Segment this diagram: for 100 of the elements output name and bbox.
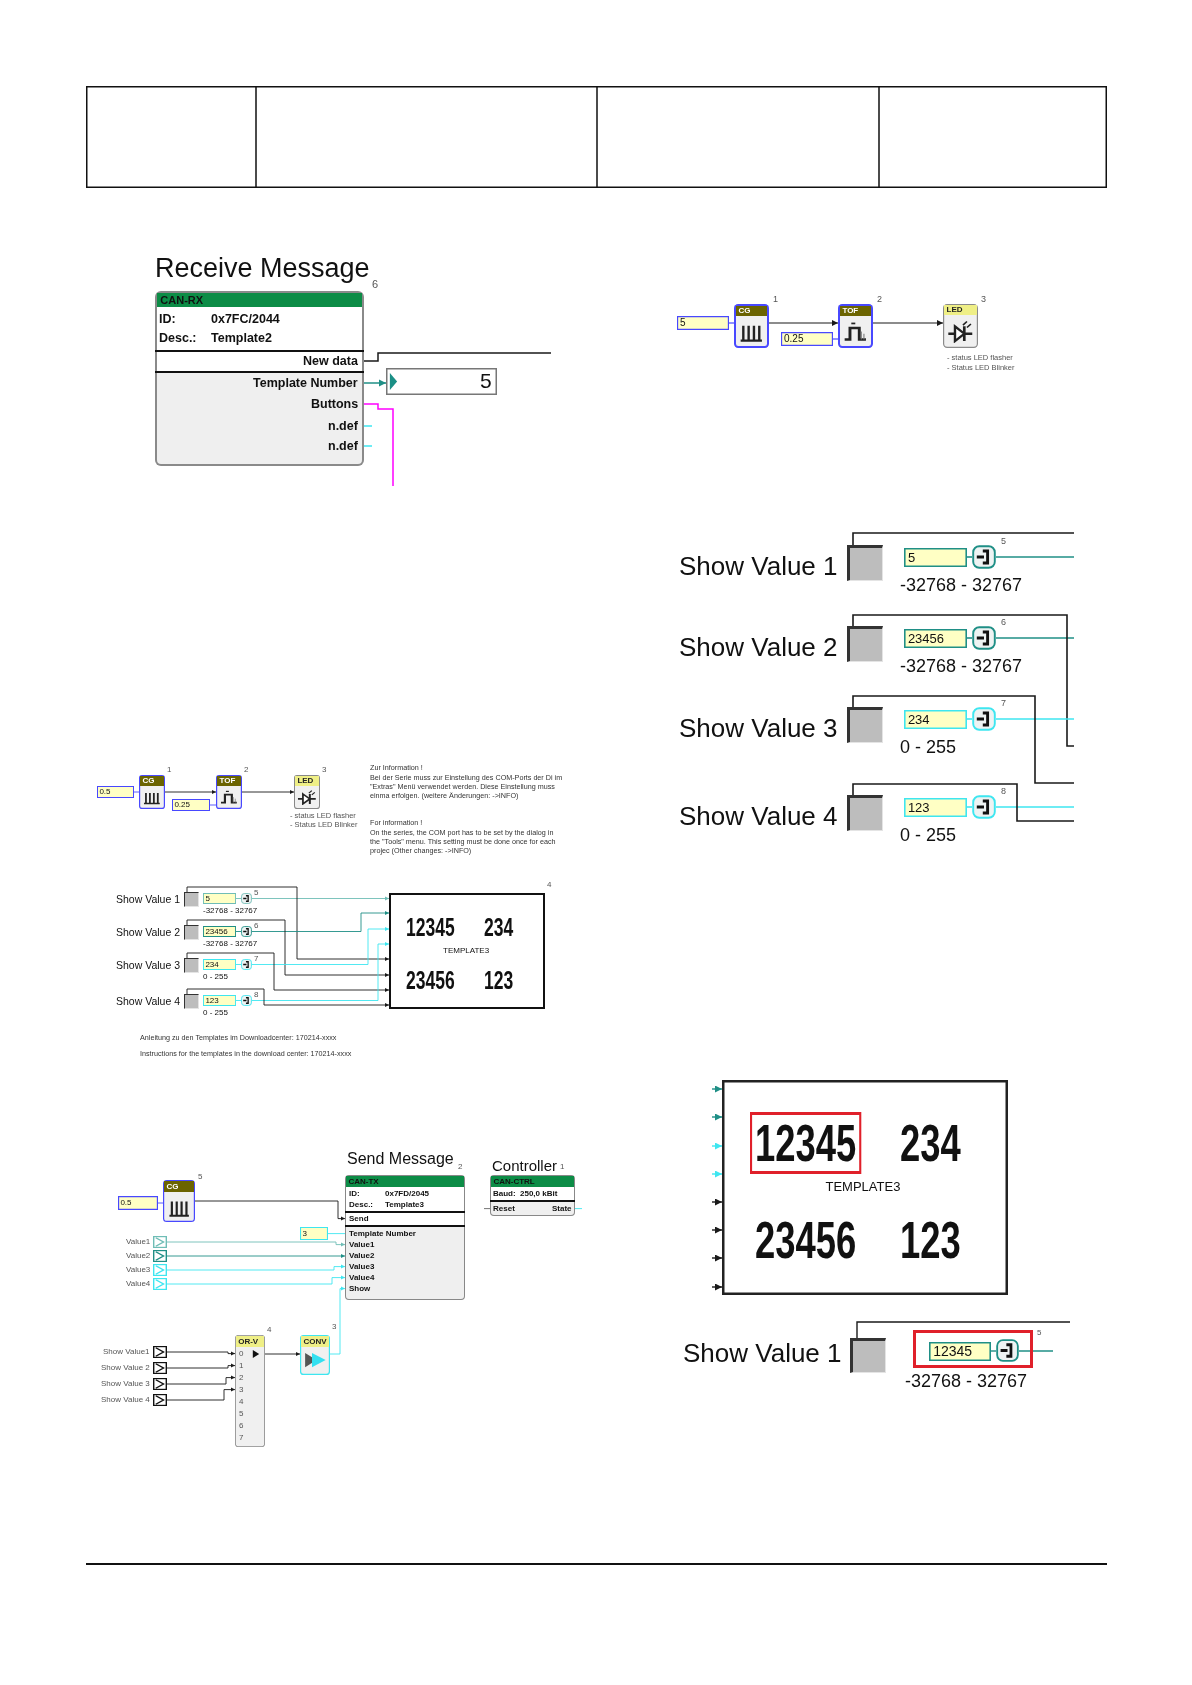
block-number: 3 [332,1322,337,1332]
template-label: TEMPLATE3 [825,1180,901,1195]
connector-line [728,322,735,324]
display-value: 23456 [406,966,455,995]
block-number: 4 [547,880,552,890]
port-label: 7 [239,1433,244,1443]
arrow [711,1198,723,1206]
field-label: ID: [349,1189,360,1199]
connector-line [852,695,1075,784]
value-field: 234 [904,710,967,729]
function-block [216,775,242,809]
block-number: 7 [1001,698,1006,709]
input-icon [153,1362,167,1374]
connector-line [995,718,1075,720]
connector-line [966,637,973,639]
connector-line [363,425,373,427]
connector-line [235,964,242,965]
block-number: 8 [1001,786,1006,797]
arrow [872,320,944,326]
output-icon [241,893,252,904]
port-label: 2 [239,1373,244,1383]
arrow [711,1226,723,1234]
range-label: -32768 - 32767 [203,939,258,949]
button-icon [850,1338,886,1373]
value-field: 5 [677,316,729,330]
connector-line [966,556,973,558]
port-label: 5 [239,1409,244,1419]
range-label: 0 - 255 [203,972,228,982]
field-value: 250,0 kBit [520,1189,558,1199]
row-label: Show Value 1 [679,552,838,582]
display-value: 234 [484,913,514,942]
row-label: Show Value 4 [116,995,180,1008]
value-field: 23456 [904,629,967,648]
display-frame [389,893,545,1009]
button-icon [847,707,883,743]
connector-line [832,338,839,340]
block-header: CAN-CTRL [491,1176,574,1187]
connector-line [966,806,973,808]
output-icon [972,795,996,819]
port-label: Value2 [349,1251,375,1261]
connector-line [483,1208,491,1210]
connector-line [235,898,242,899]
connector-line [133,791,140,793]
connector-line [966,718,973,720]
block-number: 1 [560,1162,565,1172]
function-block [139,775,165,809]
input-label: Show Value 3 [101,1379,150,1389]
input-label: Show Value1 [103,1347,150,1357]
block-number: 5 [198,1172,203,1182]
button-icon [847,795,883,831]
arrow [768,320,839,326]
value-field: 5 [904,548,967,567]
button-icon [184,958,199,973]
row-label: Show Value 2 [679,633,838,663]
value-field: 0.5 [118,1196,158,1210]
block-header: CG [736,306,767,316]
input-label: Value1 [126,1237,151,1247]
block-header: CONV [301,1336,329,1348]
display-value: 5 [480,369,492,394]
display-value: 123 [484,966,514,995]
row-label: Show Value 4 [679,802,838,832]
value-field: 123 [203,995,236,1006]
output-icon [241,959,252,970]
block-header: CAN-RX [157,293,362,307]
display-value: 12345 [406,913,455,942]
output-icon [241,926,252,937]
block-header: LED [944,305,977,316]
block-header: OR-V [235,1335,265,1347]
output-icon [996,1339,1019,1362]
range-label: 0 - 255 [203,1008,228,1018]
connector-line [363,445,373,447]
range-label: -32768 - 32767 [905,1371,1028,1392]
input-label: Value4 [126,1279,151,1289]
port-label: Buttons [311,397,359,412]
button-icon [184,925,199,940]
port-label: Value1 [349,1240,375,1250]
port-label: Template Number [349,1229,416,1239]
block-title: Receive Message [155,253,370,285]
block-number: 5 [1001,536,1006,547]
connector-line [995,806,1075,808]
port-label: 4 [239,1397,244,1407]
field-label: Desc.: [159,331,197,346]
block-number: 1 [773,294,778,305]
display-value: 23456 [755,1214,857,1266]
input-label: Show Value 4 [101,1395,150,1405]
range-label: 0 - 255 [900,825,957,846]
value-field: 5 [203,893,236,904]
connector-line [157,1202,164,1204]
port-label: State [552,1204,572,1214]
value-field: 234 [203,959,236,970]
button-icon [184,994,199,1009]
arrow [711,1085,723,1093]
row-label: Show Value 1 [116,893,180,906]
connector-line [235,931,242,932]
port-label: Send [349,1214,369,1224]
connector-line [574,1208,583,1210]
connector-line [852,783,1075,822]
value-field: 0.25 [172,799,210,811]
block-header: CAN-TX [346,1176,464,1187]
block-header: CG [164,1181,194,1193]
